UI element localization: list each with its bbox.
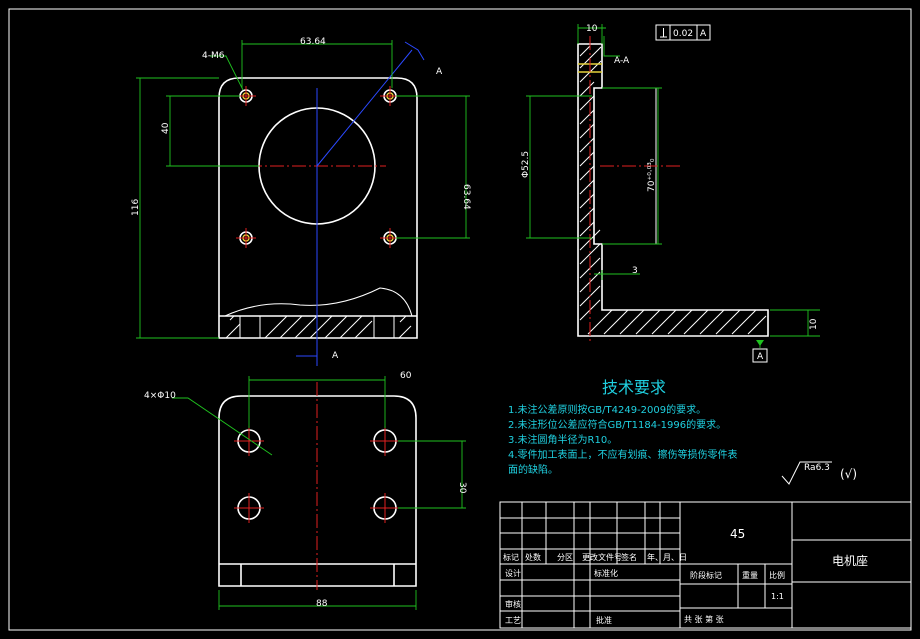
flatness-value: 0.02 bbox=[673, 29, 693, 39]
bottom-outline bbox=[218, 395, 417, 587]
note-1: 1.未注公差原则按GB/T4249-2009的要求。 bbox=[508, 403, 706, 416]
flatness-datum: A bbox=[700, 29, 707, 39]
tb-designer: 设计 bbox=[505, 568, 521, 578]
dim-thick: 10 bbox=[809, 318, 819, 330]
note-2: 2.未注形位公差应符合GB/T1184-1996的要求。 bbox=[508, 418, 726, 431]
front-holes bbox=[236, 86, 400, 248]
tb-standard: 标准化 bbox=[594, 568, 618, 578]
dim-boss: 70⁺⁰·⁰³₀ bbox=[647, 158, 657, 192]
tb-row-label-0: 标记 bbox=[503, 552, 519, 562]
tb-scale-value: 1:1 bbox=[771, 592, 784, 601]
tb-row-label-3: 更改文件号 bbox=[582, 552, 622, 562]
tb-review: 审核 bbox=[505, 599, 521, 609]
note-3: 3.未注圆角半径为R10。 bbox=[508, 433, 617, 446]
tb-row-label-1: 处数 bbox=[525, 552, 541, 562]
tb-row-label-5: 年、月、日 bbox=[647, 552, 687, 562]
tb-row-label-4: 签名 bbox=[621, 552, 637, 562]
front-cutout-curve bbox=[224, 287, 413, 317]
dim-bore: Φ52.5 bbox=[521, 151, 531, 178]
tb-row-label-2: 分区 bbox=[557, 553, 573, 562]
roughness-symbol bbox=[781, 461, 832, 485]
section-mark-top: A bbox=[436, 67, 443, 77]
dim-step: 3 bbox=[632, 266, 638, 276]
dim-hole-callout: 4-M6 bbox=[202, 51, 225, 61]
bottom-view bbox=[172, 376, 466, 610]
front-hatch bbox=[225, 315, 412, 339]
tb-process: 工艺 bbox=[505, 616, 521, 625]
title-block bbox=[499, 501, 912, 629]
flatness-frame bbox=[655, 24, 711, 41]
tb-part-name: 电机座 bbox=[832, 553, 868, 568]
dim-side-width: 10 bbox=[586, 24, 598, 34]
datum-letter: A bbox=[757, 352, 764, 362]
side-hatch bbox=[579, 45, 767, 335]
tb-stage: 阶段标记 bbox=[690, 570, 722, 580]
note-4: 4.零件加工表面上，不应有划痕、擦伤等损伤零件表 bbox=[508, 448, 738, 461]
dim-bottom-30: 30 bbox=[457, 482, 467, 494]
tb-sheet: 共 张 第 张 bbox=[684, 614, 724, 624]
side-view bbox=[526, 24, 820, 348]
notes-title: 技术要求 bbox=[602, 378, 666, 397]
dim-top-spacing: 63.64 bbox=[300, 37, 326, 47]
tb-approve: 批准 bbox=[596, 615, 612, 625]
tb-weight: 重量 bbox=[742, 570, 758, 580]
tb-material: 45 bbox=[730, 527, 745, 541]
drawing-border bbox=[8, 8, 912, 631]
front-view bbox=[136, 40, 470, 366]
dim-height-116: 116 bbox=[131, 199, 141, 216]
dim-bottom-holes: 4×Φ10 bbox=[144, 391, 176, 401]
section-label: A-A bbox=[614, 56, 630, 66]
section-mark-bottom: A bbox=[332, 351, 339, 361]
dim-height-40: 40 bbox=[161, 122, 171, 134]
dim-right-6364: 63.64 bbox=[461, 184, 471, 210]
dim-bottom-88: 88 bbox=[316, 599, 328, 609]
tb-scale: 比例 bbox=[769, 570, 785, 580]
roughness-value: Ra6.3 bbox=[804, 463, 830, 473]
roughness-paren: (√) bbox=[840, 467, 857, 481]
datum-box bbox=[752, 348, 768, 363]
front-dimensions bbox=[136, 40, 470, 339]
section-line-a bbox=[316, 49, 413, 366]
front-outline bbox=[218, 77, 418, 339]
dim-bottom-60: 60 bbox=[400, 371, 412, 381]
note-4-cont: 面的缺陷。 bbox=[508, 463, 558, 476]
